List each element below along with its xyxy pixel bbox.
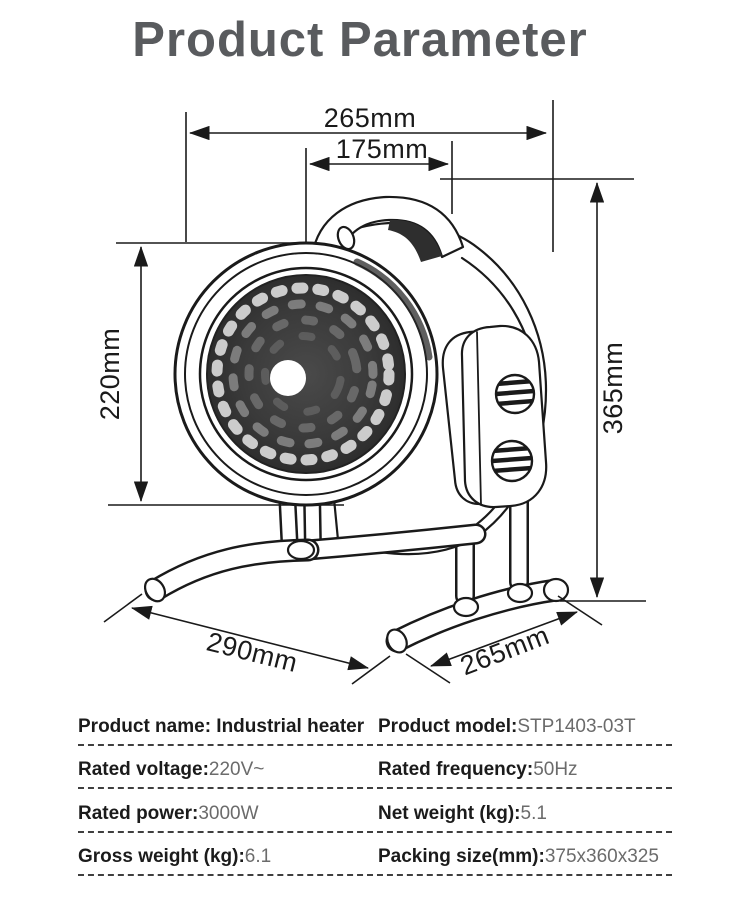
carry-handle (310, 195, 465, 264)
table-row: Rated power:3000W Net weight (kg):5.1 (78, 789, 672, 833)
control-bracket (441, 324, 548, 509)
dim-total-height: 365mm (440, 178, 646, 602)
fan-front-face (173, 241, 439, 507)
spec-rated-voltage: Rated voltage:220V~ (78, 759, 265, 780)
spec-rated-power: Rated power:3000W (78, 802, 259, 824)
heater-dimension-diagram: 265mm 175mm 220mm 365mm (0, 90, 750, 702)
control-knob-top (494, 373, 536, 415)
dim-handle-width: 175mm (305, 134, 453, 242)
dim-base-left-depth: 290mm (103, 593, 391, 685)
table-row: Gross weight (kg):6.1 Packing size(mm):3… (78, 833, 672, 876)
dim-label-front-height: 220mm (95, 328, 125, 421)
handle-shadow (388, 219, 442, 262)
spec-product-model: Product model:STP1403-03T (378, 715, 636, 737)
dim-front-height: 220mm (95, 242, 344, 506)
dim-label-handle-width: 175mm (336, 134, 429, 164)
handle-hole (336, 225, 356, 251)
table-row: Product name: Industrial heater Product … (78, 702, 672, 746)
dim-label-top-width: 265mm (324, 103, 417, 133)
rear-joint-collar-b (506, 582, 534, 604)
table-row: Rated voltage:220V~ Rated frequency:50Hz (78, 746, 672, 789)
control-knob-bottom (490, 439, 534, 483)
dim-label-base-right-depth: 265mm (456, 620, 553, 681)
right-foot-cap-left (386, 628, 408, 654)
spec-table: Product name: Industrial heater Product … (78, 702, 672, 876)
rear-joint-collar-a (452, 596, 480, 618)
dim-label-total-height: 365mm (598, 342, 628, 435)
base-tubes (143, 523, 570, 654)
rim-shadow-arc (353, 258, 433, 361)
dim-top-width: 265mm (185, 100, 554, 252)
page-title: Product Parameter (132, 13, 588, 67)
fan-blades (211, 282, 395, 466)
front-joint-collar (286, 539, 316, 561)
spec-gross-weight: Gross weight (kg):6.1 (78, 846, 272, 867)
fan-hub-hole (270, 360, 306, 396)
dim-label-base-left-depth: 290mm (204, 627, 301, 678)
spec-packing-size: Packing size(mm):375x360x325 (378, 846, 659, 867)
spec-net-weight: Net weight (kg):5.1 (378, 802, 547, 824)
spec-rated-frequency: Rated frequency:50Hz (378, 759, 578, 780)
spec-product-name: Product name: Industrial heater (78, 715, 365, 737)
left-foot-cap (143, 577, 167, 603)
right-foot-cap-right (542, 577, 570, 603)
heater-illustration (143, 195, 570, 654)
